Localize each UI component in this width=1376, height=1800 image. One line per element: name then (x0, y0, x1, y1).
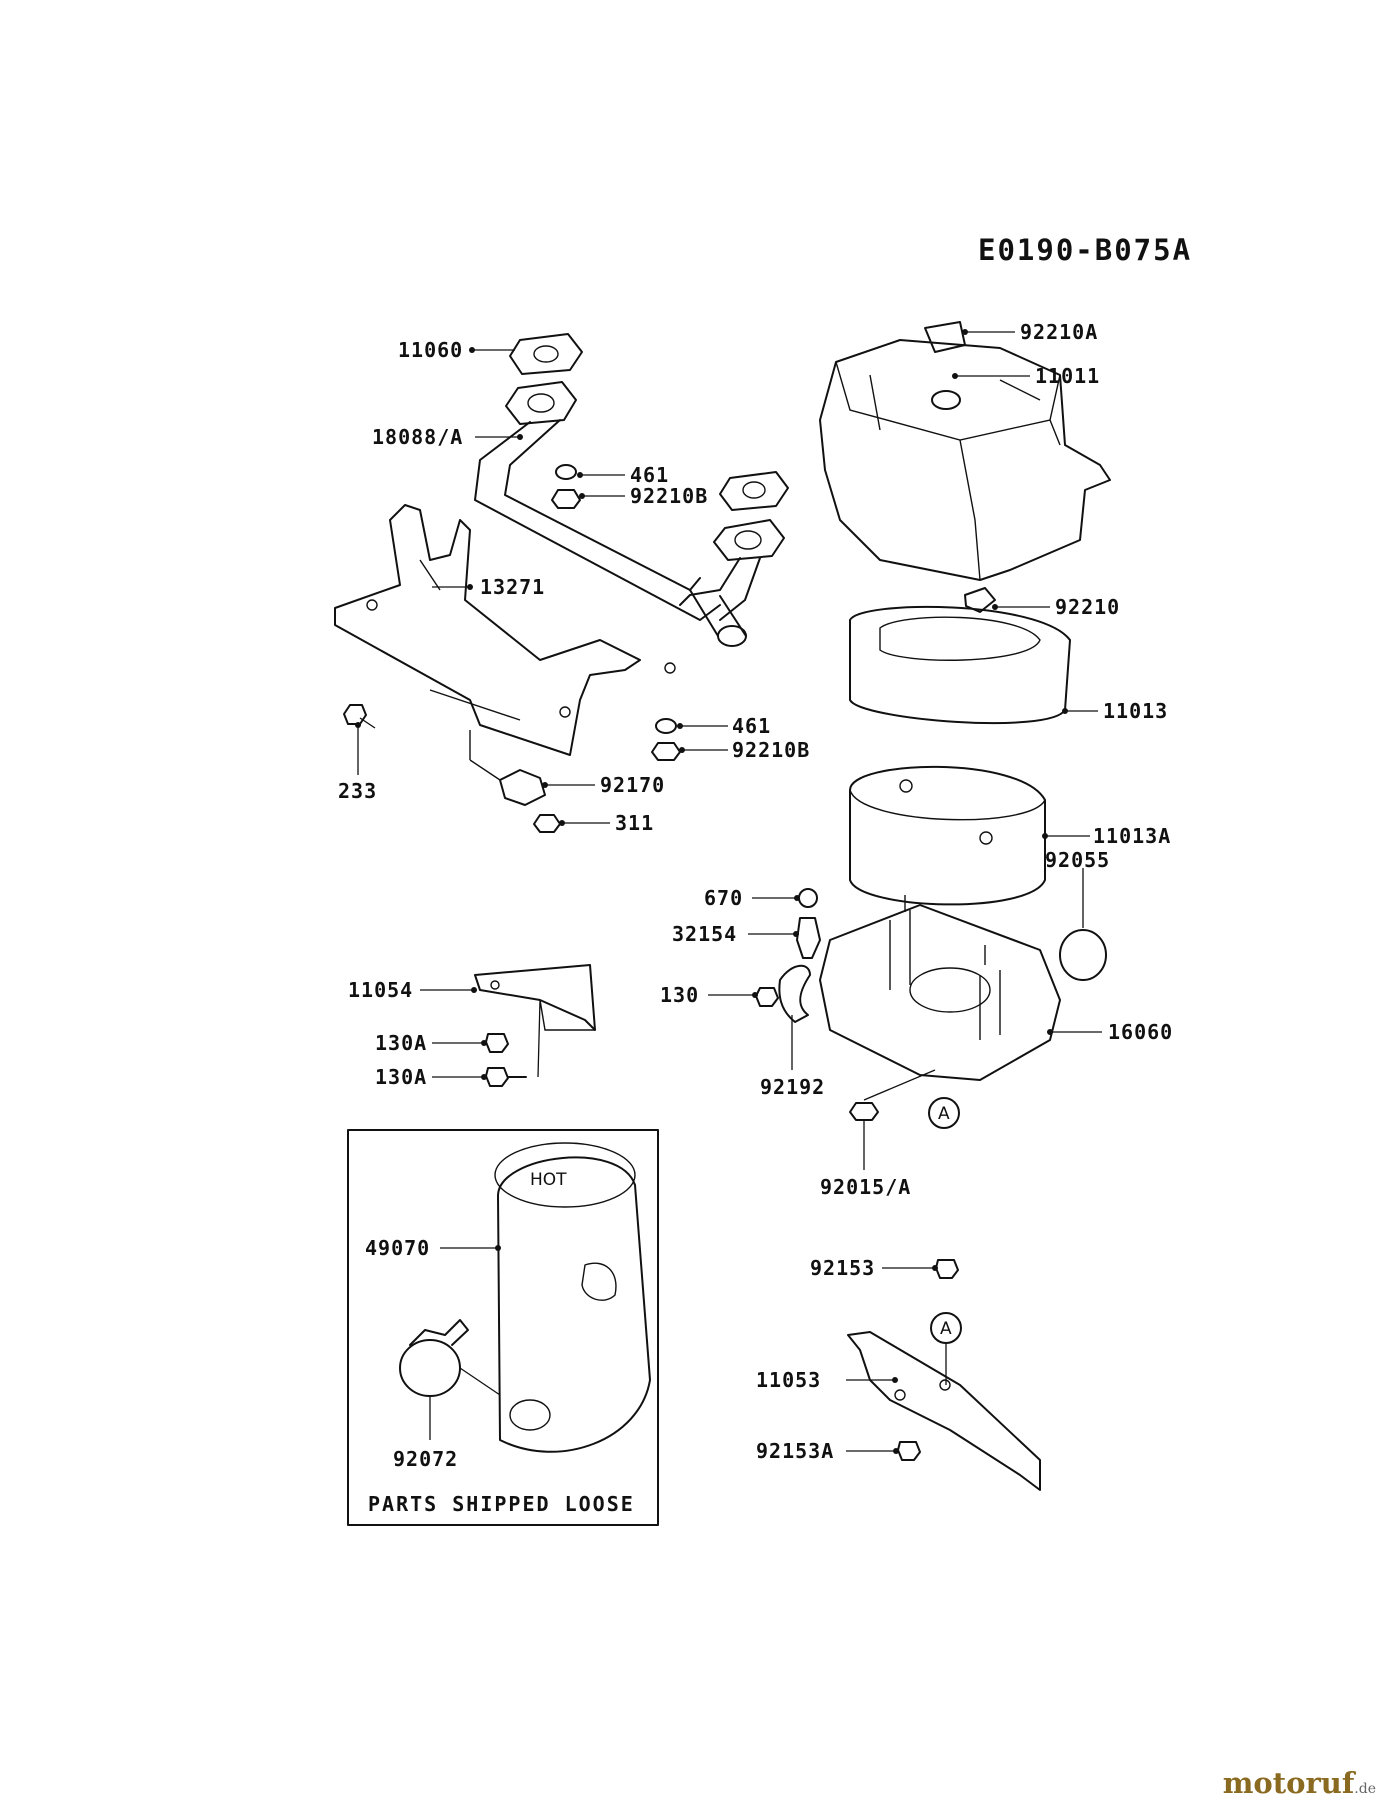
label-461-lower: 461 (732, 714, 771, 738)
label-16060: 16060 (1108, 1020, 1173, 1044)
label-13271: 13271 (480, 575, 545, 599)
label-311: 311 (615, 811, 654, 835)
ring-670 (798, 888, 818, 908)
cover-11011 (819, 339, 1111, 581)
gasket-upper-right (719, 471, 789, 511)
bracket-13271 (334, 504, 676, 756)
oring-92055 (1059, 929, 1107, 981)
bracket-11053 (847, 1331, 1041, 1491)
gasket-11060 (509, 333, 583, 375)
parts-shipped-loose-box: PARTS SHIPPED LOOSE (347, 1129, 659, 1526)
filter-element-11013a (849, 765, 1046, 906)
label-92210b-lower: 92210B (732, 738, 810, 762)
part-number-labels: 11060 18088/A 461 92210B 13271 233 461 9… (338, 320, 1173, 1471)
label-11011: 11011 (1035, 364, 1100, 388)
bracket-11054 (474, 964, 596, 1031)
clamp-92072 (399, 1319, 469, 1397)
bolt-130 (755, 987, 779, 1007)
label-18088: 18088/A (372, 425, 463, 449)
bolt-130a-lower (485, 1067, 527, 1087)
muffler-hot-text: HOT (530, 1170, 567, 1190)
bolt-92153 (935, 1259, 959, 1279)
nut-92015 (849, 1102, 879, 1121)
nut-92210b-lower (651, 742, 681, 761)
bolt-92153a (897, 1441, 921, 1461)
label-92153: 92153 (810, 1256, 875, 1280)
muffler-49070: HOT (494, 1142, 651, 1453)
watermark-suffix: .de (1354, 1781, 1376, 1797)
bolt-130a-upper (485, 1033, 509, 1053)
fitting-32154 (796, 917, 821, 959)
hose-92192 (778, 964, 811, 1023)
label-92072: 92072 (393, 1447, 458, 1471)
label-130a-upper: 130A (375, 1031, 427, 1055)
label-92015: 92015/A (820, 1175, 911, 1199)
watermark-brand: motoruf (1222, 1766, 1355, 1800)
label-92192: 92192 (760, 1075, 825, 1099)
label-11013: 11013 (1103, 699, 1168, 723)
clamp-92170 (469, 730, 546, 806)
label-11054: 11054 (348, 978, 413, 1002)
label-233: 233 (338, 779, 377, 803)
callout-a-lower-text: A (940, 1319, 952, 1339)
diagram-code: E0190-B075A (978, 233, 1192, 267)
callout-a-upper: A (928, 1097, 960, 1129)
label-32154: 32154 (672, 922, 737, 946)
label-130: 130 (660, 983, 699, 1007)
knob-92210a (924, 321, 966, 410)
label-11060: 11060 (398, 338, 463, 362)
label-11013a: 11013A (1093, 824, 1171, 848)
callout-a-lower: A (930, 1312, 962, 1344)
watermark: motoruf.de (1223, 1766, 1376, 1800)
pre-filter-11013 (849, 605, 1071, 725)
nut-92210b-upper (551, 489, 581, 509)
label-92210: 92210 (1055, 595, 1120, 619)
label-130a-lower: 130A (375, 1065, 427, 1089)
label-92170: 92170 (600, 773, 665, 797)
leader-lines (355, 329, 1102, 1454)
nut-461-lower (655, 718, 677, 734)
label-92055: 92055 (1045, 848, 1110, 872)
clip-92210 (964, 587, 996, 613)
label-461-upper: 461 (630, 463, 669, 487)
nut-311 (533, 814, 561, 833)
label-670: 670 (704, 886, 743, 910)
label-92210a: 92210A (1020, 320, 1098, 344)
label-49070: 49070 (365, 1236, 430, 1260)
exhaust-pipe-18088 (474, 381, 785, 647)
label-92153a: 92153A (756, 1439, 834, 1463)
label-11053: 11053 (756, 1368, 821, 1392)
parts-shipped-loose-label: PARTS SHIPPED LOOSE (368, 1492, 635, 1516)
nut-461-upper (555, 464, 577, 480)
callout-a-upper-text: A (938, 1104, 950, 1124)
label-92210b-upper: 92210B (630, 484, 708, 508)
base-16060 (819, 895, 1061, 1081)
